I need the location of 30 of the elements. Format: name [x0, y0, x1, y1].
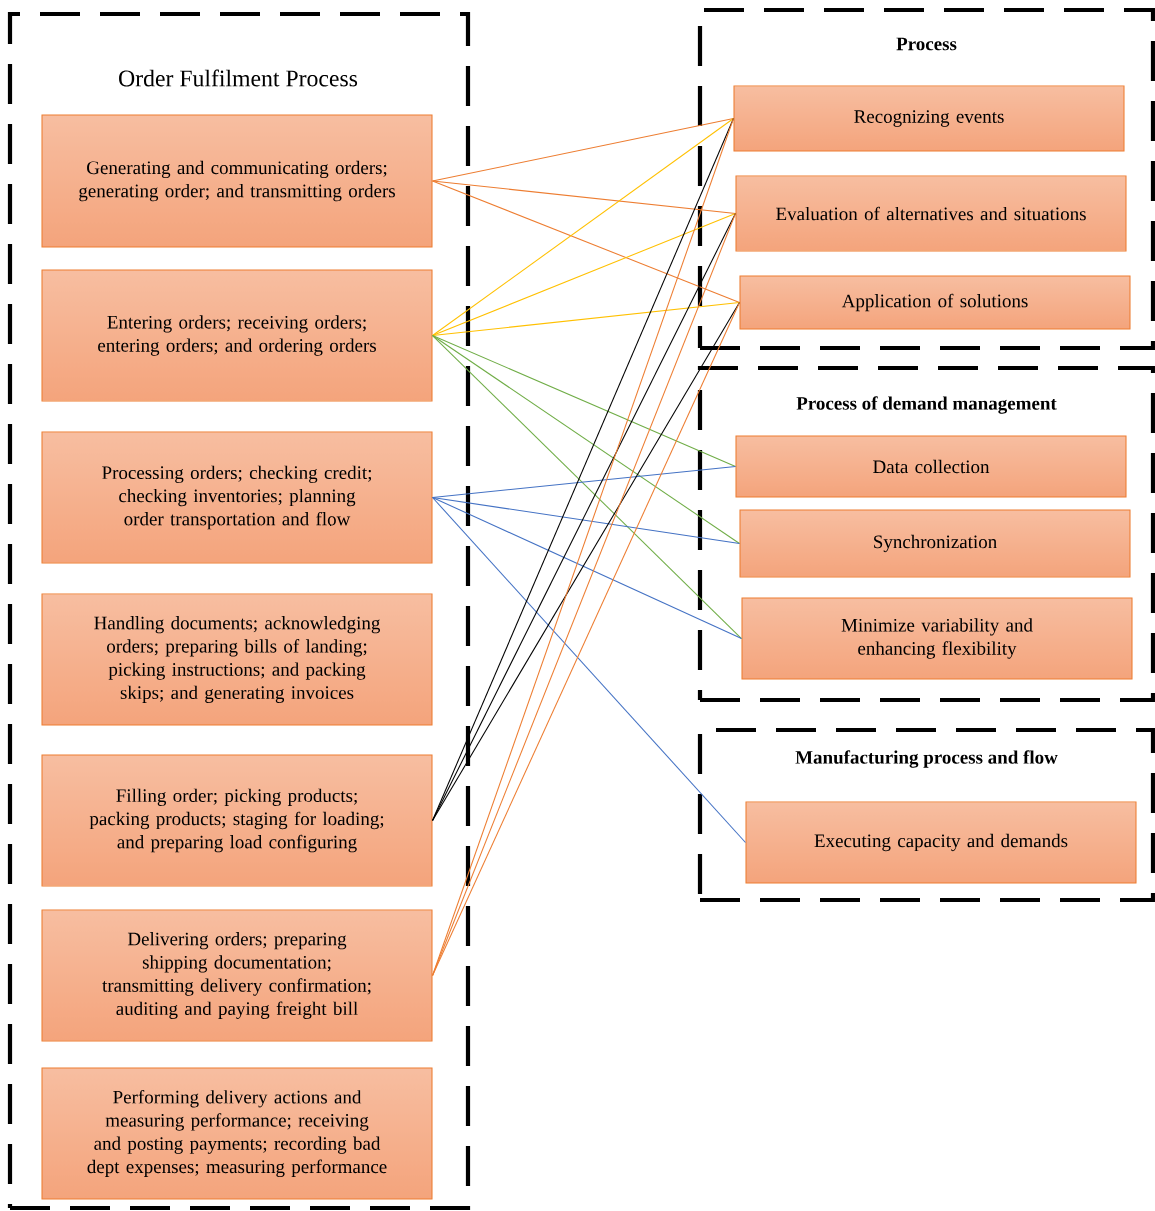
connector-line: [432, 335, 742, 640]
process-box: Evaluation of alternatives and situations: [735, 175, 1127, 252]
connector-line: [432, 180, 740, 304]
process-box: Generating and communicating orders; generating order; and transmitting orders: [41, 114, 433, 248]
process-box: Synchronization: [739, 509, 1131, 578]
connector-line: [432, 335, 736, 468]
process-box: Entering orders; receiving orders; entering orders; and ordering orders: [41, 269, 433, 402]
process-box: Filling order; picking products; packing products; staging for loading; and preparing load configuring: [41, 754, 433, 887]
group-title: Order Fulfilment Process: [119, 69, 358, 87]
process-box: Delivering orders; preparing shipping documentation; transmitting delivery confirmation; auditing and paying freight bill: [41, 909, 433, 1042]
process-box: Minimize variability and enhancing flexibility: [741, 597, 1133, 680]
process-box: Processing orders; checking credit; checking inventories; planning order transportation and flow: [41, 431, 433, 564]
group-title: Process of demand management: [796, 396, 1057, 414]
connector-line: [432, 497, 746, 844]
connector-line: [432, 180, 736, 215]
process-box: Executing capacity and demands: [745, 801, 1137, 884]
connector-line: [432, 117, 734, 182]
process-box: Handling documents; acknowledging orders; preparing bills of landing; picking instructions; and packing skips; and generating invoices: [41, 593, 433, 726]
process-box: Application of solutions: [739, 275, 1131, 330]
connector-line: [432, 117, 734, 337]
process-box: Performing delivery actions and measuring performance; receiving and posting payments; recording bad dept expenses; measuring performance: [41, 1067, 433, 1200]
connector-line: [432, 335, 740, 545]
process-box: Recognizing events: [733, 85, 1125, 152]
connector-line: [432, 497, 740, 545]
group-title: Process: [896, 37, 957, 51]
connector-line: [432, 301, 740, 337]
process-box: Data collection: [735, 435, 1127, 498]
connector-line: [432, 497, 742, 640]
connector-line: [432, 212, 736, 337]
group-title: Manufacturing process and flow: [795, 750, 1058, 768]
